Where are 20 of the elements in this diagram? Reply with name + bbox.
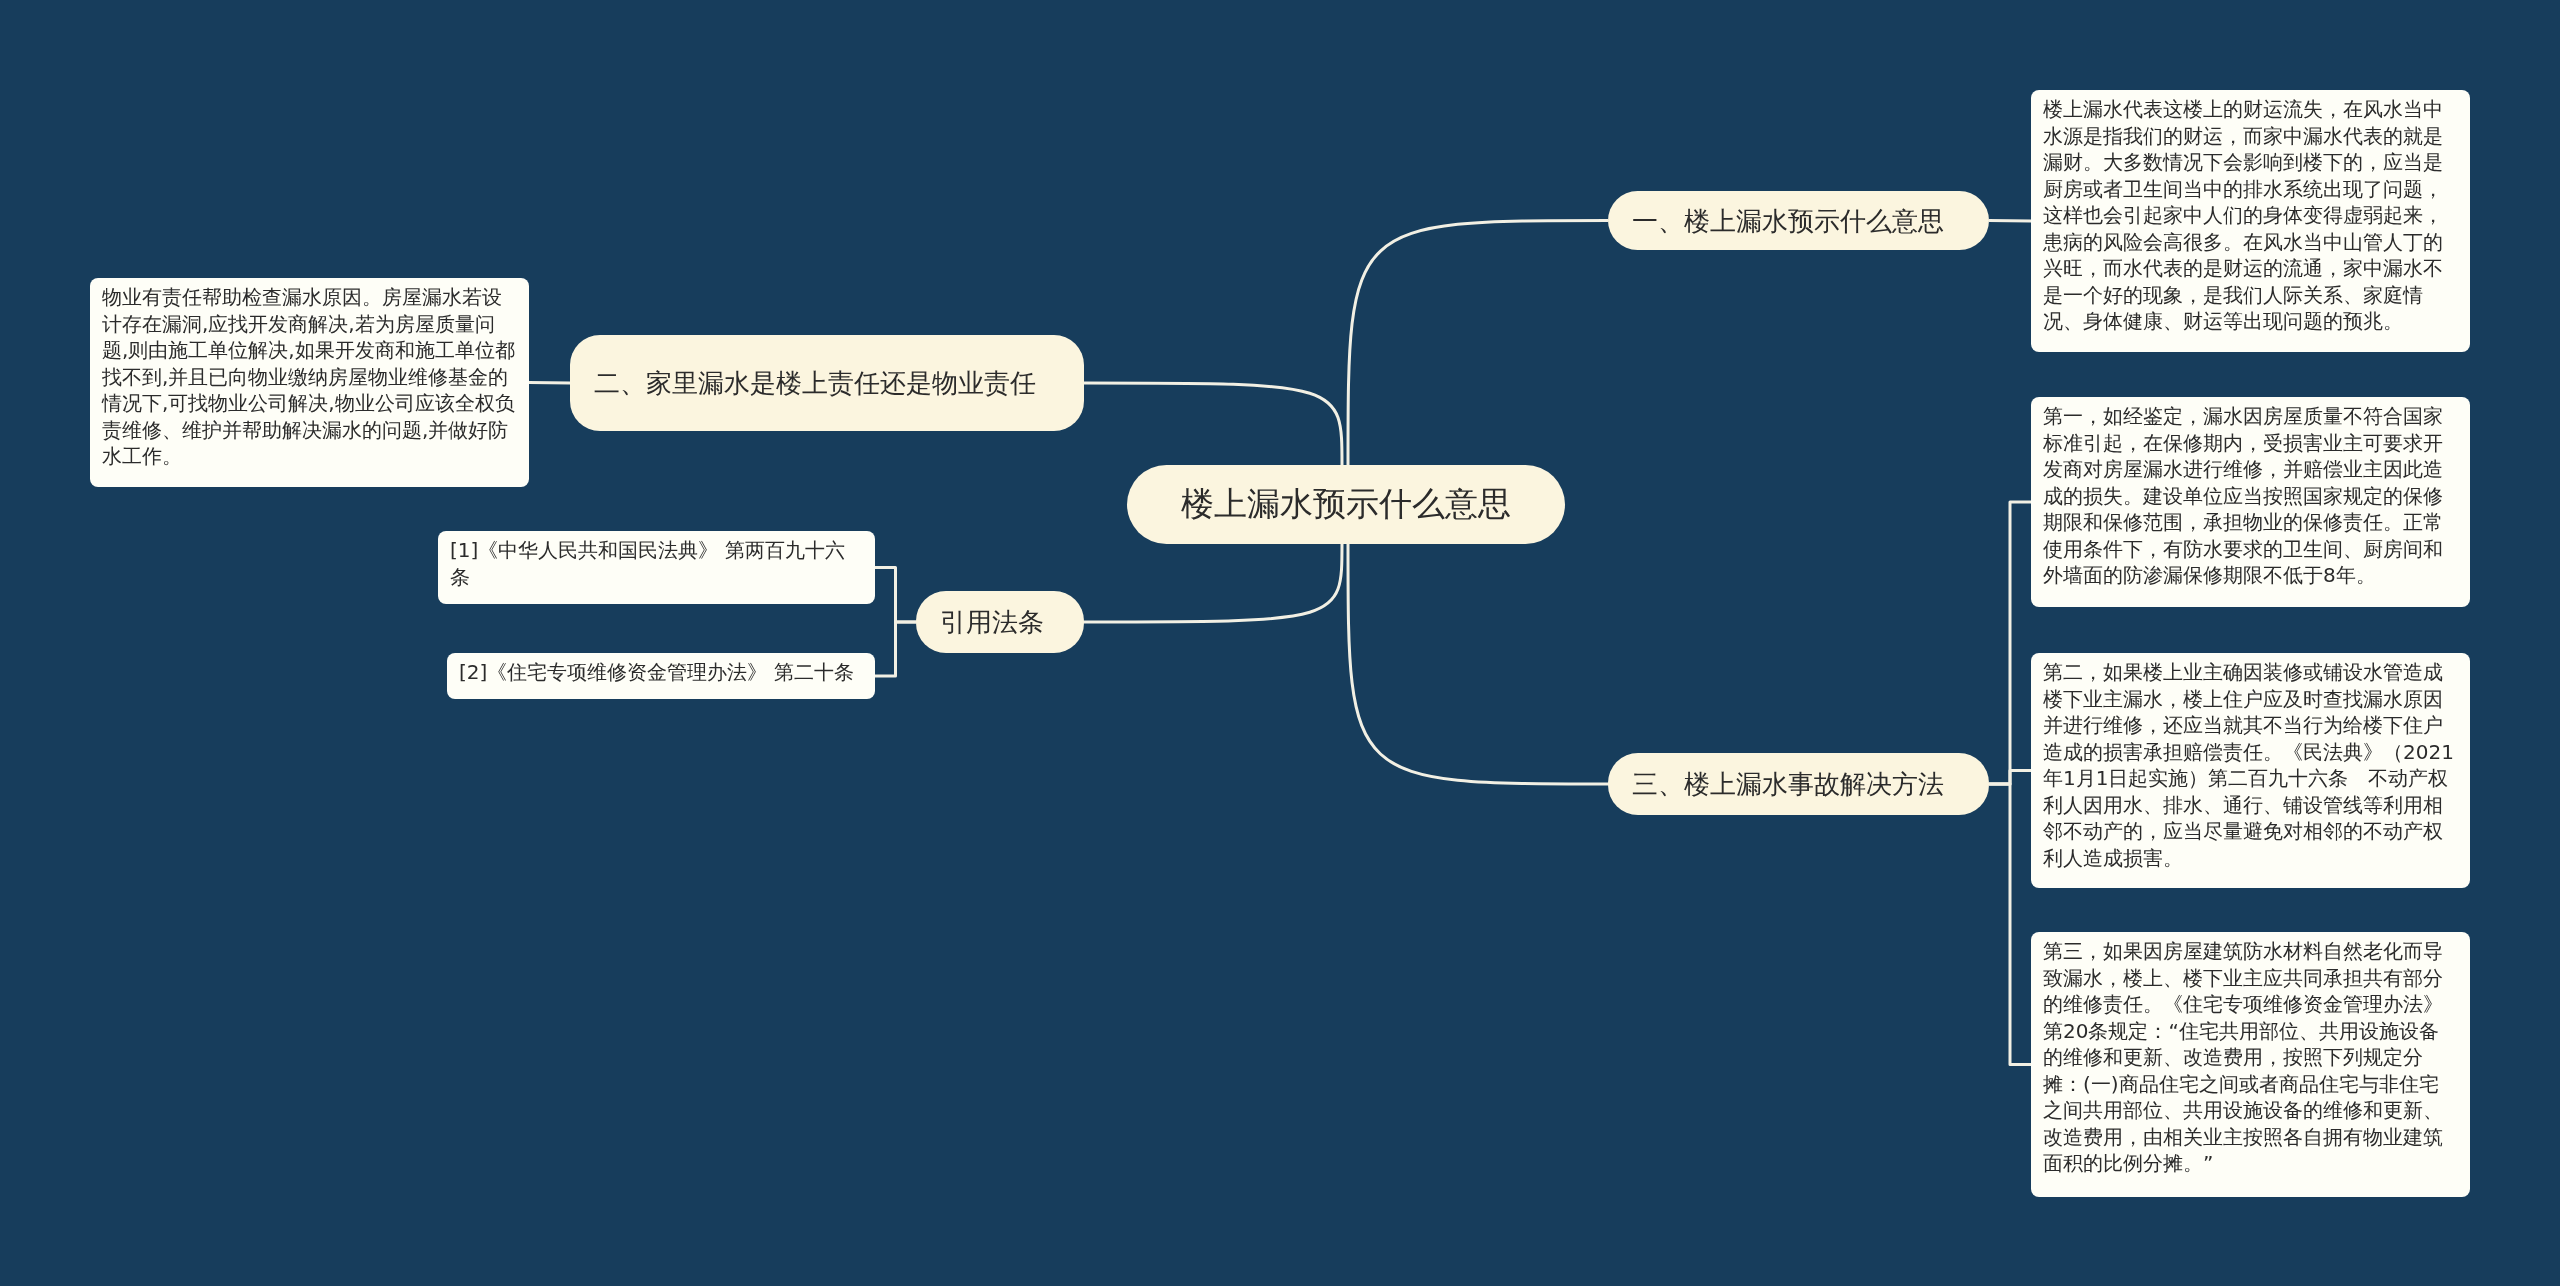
connector-line [1084,381,1344,465]
connector-line [875,620,916,678]
connector-line [1084,544,1344,624]
note-card: 楼上漏水代表这楼上的财运流失，在风水当中水源是指我们的财运，而家中漏水代表的就是漏财。大多数情况下会影响到楼下的，应当是厨房或者卫生间当中的排水系统出现了问题，这样也会引起家中人们的身体变得虚弱起来，患病的风险会高很多。在风水当中山管人丁的兴旺，而水代表的是财运的流通，家中漏水不是一个好的现象，是我们人际关系、家庭情况、身体健康、财运等出现问题的预兆。 [2031,90,2470,352]
topic-bubble: 引用法条 [916,591,1084,653]
note-card: 第一，如经鉴定，漏水因房屋质量不符合国家标准引起，在保修期内，受损害业主可要求开发商对房屋漏水进行维修，并赔偿业主因此造成的损失。建设单位应当按照国家规定的保修期限和保修范围，承担物业的保修责任。正常使用条件下，有防水要求的卫生间、厨房间和外墙面的防渗漏保修期限不低于8年。 [2031,397,2470,607]
connector-line [1346,544,1608,786]
connector-line [1989,219,2031,223]
connector-line [528,381,571,385]
connector-line [1989,782,2031,1066]
note-card: [2]《住宅专项维修资金管理办法》 第二十条 [447,653,875,699]
connector-line [1346,219,1608,465]
note-card: 第二，如果楼上业主确因装修或铺设水管造成楼下业主漏水，楼上住户应及时查找漏水原因并进行维修，还应当就其不当行为给楼下住户造成的损害承担赔偿责任。《民法典》（2021年1月1日起实施）第二百九十六条 不动产权利人因用水、排水、通行、铺设管线等利用相邻不动产的，应当尽量避免对相邻的不动产权利人造成损害。 [2031,653,2470,888]
topic-bubble: 一、楼上漏水预示什么意思 [1608,191,1989,250]
topic-bubble: 二、家里漏水是楼上责任还是物业责任 [570,335,1084,431]
note-card: 第三，如果因房屋建筑防水材料自然老化而导致漏水，楼上、楼下业主应共同承担共有部分的维修责任。《住宅专项维修资金管理办法》第20条规定：“住宅共用部位、共用设施设备的维修和更新、改造费用，按照下列规定分摊：(一)商品住宅之间或者商品住宅与非住宅之间共用部位、共用设施设备的维修和更新、改造费用，由相关业主按照各自拥有物业建筑面积的比例分摊。” [2031,932,2470,1197]
note-card: 物业有责任帮助检查漏水原因。房屋漏水若设计存在漏洞,应找开发商解决,若为房屋质量问题,则由施工单位解决,如果开发商和施工单位都找不到,并且已向物业缴纳房屋物业维修基金的情况下,可找物业公司解决,物业公司应该全权负责维修、维护并帮助解决漏水的问题,并做好防水工作。 [90,278,529,487]
note-card: [1]《中华人民共和国民法典》 第两百九十六条 [438,531,875,604]
central-topic-bubble: 楼上漏水预示什么意思 [1127,465,1565,544]
topic-bubble: 三、楼上漏水事故解决方法 [1608,753,1989,815]
